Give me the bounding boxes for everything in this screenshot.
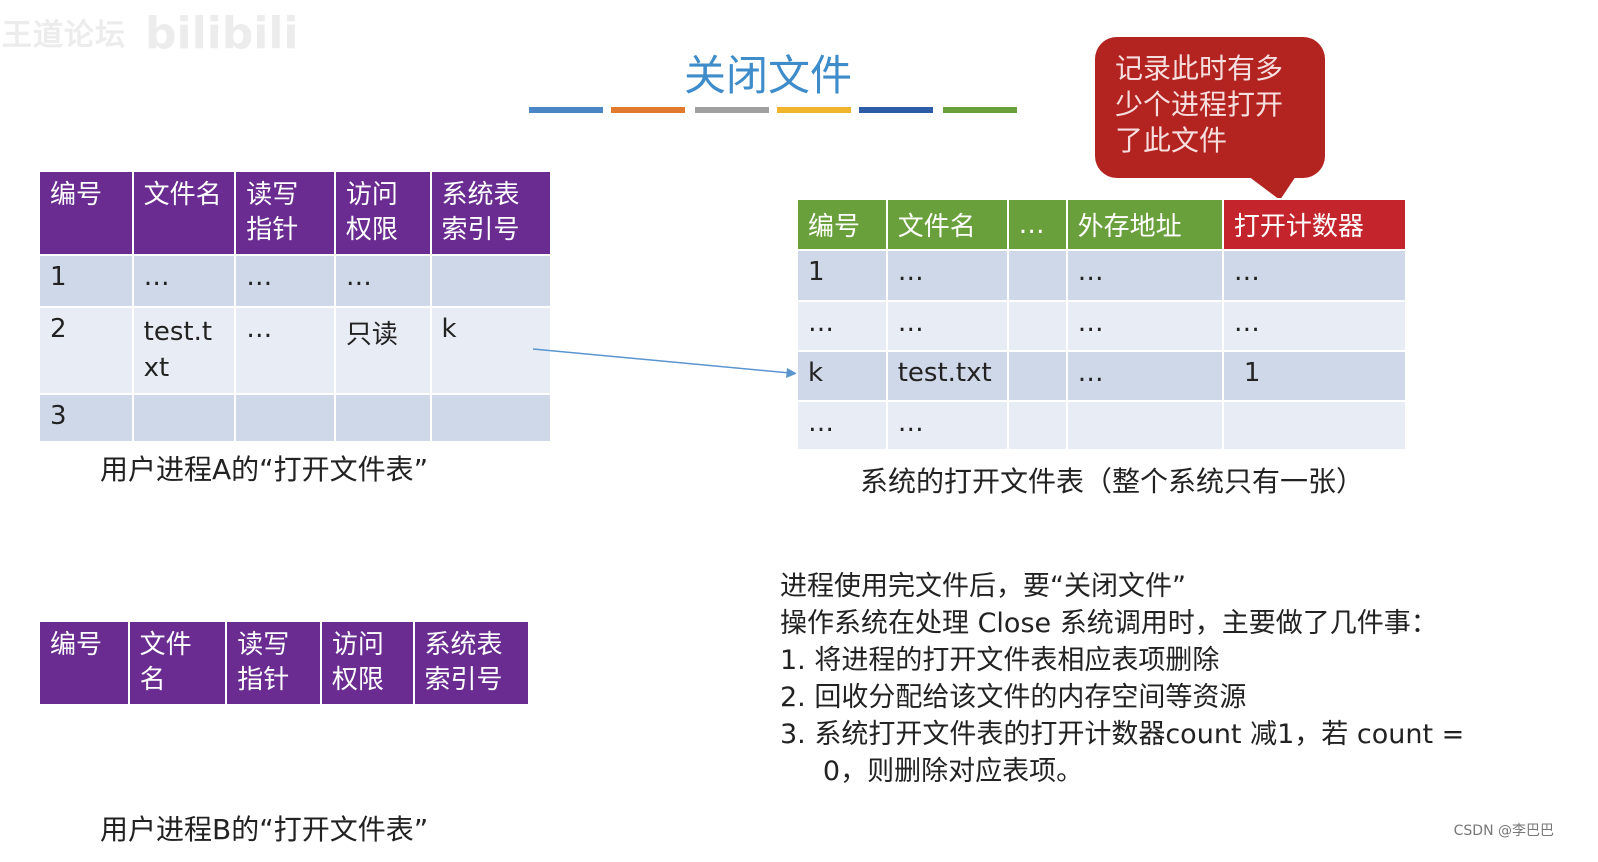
cell: … [234,254,336,308]
cell: k [796,350,888,402]
color-bar [859,107,933,113]
cell [1006,400,1068,451]
color-bar [529,107,603,113]
cell [234,393,336,443]
header-cell: 读写指针 [234,170,336,256]
table-row: 1……… [38,254,552,308]
header-cell: 文件名 [131,170,237,256]
cell: … [1065,300,1224,352]
cell: … [1221,249,1408,302]
callout-bubble: 记录此时有多少个进程打开了此文件 [1095,37,1325,178]
cell: … [1065,350,1224,402]
process-b-caption: 用户进程B的“打开文件表” [100,813,429,846]
note-line: 3. 系统打开文件表的打开计数器count 减1，若 count = [780,719,1465,750]
header-cell: 系统表索引号 [429,170,552,256]
note-line: 1. 将进程的打开文件表相应表项删除 [780,645,1220,676]
cell [1221,400,1408,451]
process-b-table: 编号文件名读写指针访问权限系统表索引号 [38,620,531,706]
close-notes: 进程使用完文件后，要“关闭文件” 操作系统在处理 Close 系统调用时，主要做… [780,568,1464,790]
cell: … [1065,249,1224,302]
cell: … [885,300,1009,352]
note-line: 进程使用完文件后，要“关闭文件” [780,571,1186,602]
cell [1006,300,1068,352]
cell: k [429,306,552,395]
cell: … [131,254,237,308]
cell: 只读 [333,306,432,395]
cell [429,393,552,443]
cell [333,393,432,443]
cell [1006,249,1068,302]
cell: test.txt [885,350,1009,402]
note-line: 操作系统在处理 Close 系统调用时，主要做了几件事： [780,608,1438,639]
watermark-logo: bilibili [145,8,299,59]
cell [1006,350,1068,402]
process-a-caption: 用户进程A的“打开文件表” [100,453,429,486]
cell: … [885,400,1009,451]
watermark-text: 王道论坛 [2,18,126,53]
header-cell: 文件名 [127,620,228,706]
cell: 2 [38,306,134,395]
cell: … [333,254,432,308]
cell [429,254,552,308]
note-line: 2. 回收分配给该文件的内存空间等资源 [780,682,1247,713]
header-cell: 系统表索引号 [412,620,531,706]
slide-title: 关闭文件 [683,51,852,100]
open-counter-value: 1 [1221,350,1408,402]
header-cell: 编号 [38,620,130,706]
color-bar [695,107,769,113]
header-cell: 外存地址 [1065,198,1224,251]
note-line: 0，则删除对应表项。 [780,756,1084,787]
table-row: ………… [796,300,1408,352]
header-cell-open-counter: 打开计数器 [1221,198,1408,251]
cell [131,393,237,443]
system-table-caption: 系统的打开文件表（整个系统只有一张） [860,465,1365,498]
header-cell: 编号 [38,170,134,256]
header-cell: … [1006,198,1068,251]
header-cell: 访问权限 [319,620,415,706]
color-bar [611,107,685,113]
cell: test.txt [131,306,237,395]
table-row: 1……… [796,249,1408,302]
cell: … [796,400,888,451]
cell: 1 [38,254,134,308]
footer-credit: CSDN @李巴巴 [1453,823,1554,839]
cell: … [796,300,888,352]
cell: 3 [38,393,134,443]
cell: … [234,306,336,395]
cell [1065,400,1224,451]
header-cell: 读写指针 [225,620,322,706]
header-cell: 访问权限 [333,170,432,256]
color-bar [943,107,1017,113]
color-bar [777,107,851,113]
cell: … [1221,300,1408,352]
header-cell: 编号 [796,198,888,251]
cell: 1 [796,249,888,302]
table-row: 3 [38,393,552,443]
cell: … [885,249,1009,302]
header-cell: 文件名 [885,198,1009,251]
table-row: …… [796,400,1408,451]
